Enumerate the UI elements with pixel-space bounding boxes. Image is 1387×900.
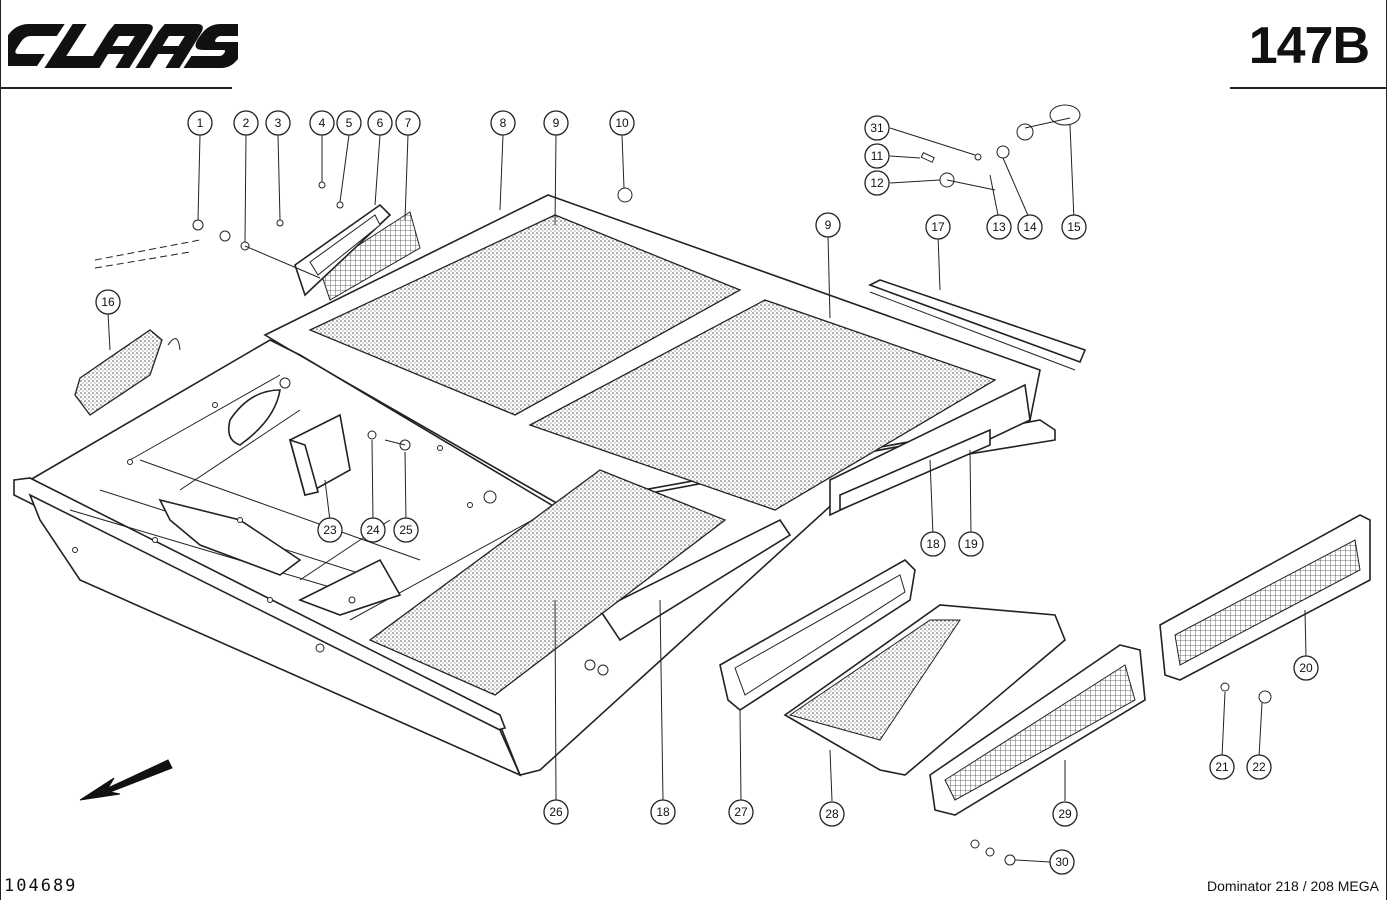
callout-28: 28: [819, 801, 845, 827]
callout-15: 15: [1061, 214, 1087, 240]
claas-logo: [8, 24, 238, 68]
svg-text:26: 26: [549, 805, 563, 819]
callout-12: 12: [864, 170, 890, 196]
interior-plate: [298, 558, 402, 616]
callout-8: 8: [490, 110, 516, 136]
callout-5: 5: [336, 110, 362, 136]
svg-text:25: 25: [399, 523, 413, 537]
callout-22: 22: [1246, 754, 1272, 780]
svg-text:31: 31: [870, 121, 884, 135]
svg-text:3: 3: [275, 116, 282, 130]
callout-17: 17: [925, 214, 951, 240]
left-window-opening: [227, 389, 281, 446]
roof-screen-panel-9-left: [308, 214, 742, 416]
svg-text:1: 1: [197, 116, 204, 130]
callout-9-right: 9: [815, 212, 841, 238]
callout-10: 10: [609, 110, 635, 136]
svg-text:8: 8: [500, 116, 507, 130]
frame-rail-tube: [13, 477, 507, 733]
svg-text:22: 22: [1252, 760, 1266, 774]
seal-strip-17: [867, 279, 1087, 364]
svg-text:27: 27: [734, 805, 748, 819]
svg-text:15: 15: [1067, 220, 1081, 234]
svg-text:9: 9: [825, 218, 832, 232]
callout-23: 23: [317, 517, 343, 543]
callout-1: 1: [187, 110, 213, 136]
callout-3: 3: [265, 110, 291, 136]
callout-29: 29: [1052, 801, 1078, 827]
mesh-filter-7: [319, 211, 421, 301]
front-beam-slot: [598, 518, 792, 642]
frame-left-line: [0, 0, 1, 900]
svg-text:9: 9: [553, 116, 560, 130]
svg-text:30: 30: [1055, 855, 1069, 869]
svg-text:14: 14: [1023, 220, 1037, 234]
svg-text:18: 18: [656, 805, 670, 819]
callout-20: 20: [1293, 655, 1319, 681]
callout-14: 14: [1017, 214, 1043, 240]
right-side-slot: [839, 428, 991, 512]
callout-25: 25: [393, 517, 419, 543]
callout-19: 19: [958, 531, 984, 557]
callout-16: 16: [95, 289, 121, 315]
svg-text:7: 7: [405, 116, 412, 130]
frame-lower-side: [28, 493, 522, 777]
svg-text:16: 16: [101, 295, 115, 309]
callout-18-bottom: 18: [650, 799, 676, 825]
svg-text:20: 20: [1299, 661, 1313, 675]
header-rule-left: [0, 87, 232, 89]
svg-text:5: 5: [346, 116, 353, 130]
header-rule-right: [1230, 87, 1387, 89]
svg-text:12: 12: [870, 176, 884, 190]
svg-text:21: 21: [1215, 760, 1229, 774]
frame-holes: [72, 377, 609, 676]
svg-text:29: 29: [1058, 807, 1072, 821]
model-caption: Dominator 218 / 208 MEGA: [1207, 878, 1379, 894]
callout-2: 2: [233, 110, 259, 136]
svg-text:11: 11: [871, 149, 884, 163]
roof-screen-panel-9-right: [528, 299, 997, 511]
callout-26: 26: [543, 799, 569, 825]
side-window-16: [74, 329, 163, 416]
svg-text:28: 28: [825, 807, 839, 821]
svg-text:4: 4: [319, 116, 326, 130]
callout-13: 13: [986, 214, 1012, 240]
callout-24: 24: [360, 517, 386, 543]
svg-text:6: 6: [377, 116, 384, 130]
callout-27: 27: [728, 799, 754, 825]
callout-bubbles: 1 2 3 4 5 6 7 8 9 10 31 11 12 13 14 15 9…: [95, 110, 1319, 875]
callout-31: 31: [864, 115, 890, 141]
svg-text:23: 23: [323, 523, 337, 537]
document-number: 104689: [4, 876, 78, 896]
svg-text:19: 19: [964, 537, 978, 551]
callout-6: 6: [367, 110, 393, 136]
svg-text:24: 24: [366, 523, 380, 537]
leader-lines: [107, 124, 1307, 863]
svg-text:13: 13: [992, 220, 1006, 234]
page-number: 147B: [1248, 17, 1370, 75]
svg-text:18: 18: [926, 537, 940, 551]
svg-text:2: 2: [243, 116, 250, 130]
svg-text:10: 10: [615, 116, 629, 130]
callout-18-right: 18: [920, 531, 946, 557]
callout-21: 21: [1209, 754, 1235, 780]
callout-11: 11: [864, 143, 890, 169]
front-screen-panel-26: [368, 469, 727, 696]
callout-30: 30: [1049, 849, 1075, 875]
callout-4: 4: [309, 110, 335, 136]
direction-arrow-icon: [79, 759, 173, 801]
callout-9-top: 9: [543, 110, 569, 136]
svg-text:17: 17: [931, 220, 945, 234]
callout-7: 7: [395, 110, 421, 136]
